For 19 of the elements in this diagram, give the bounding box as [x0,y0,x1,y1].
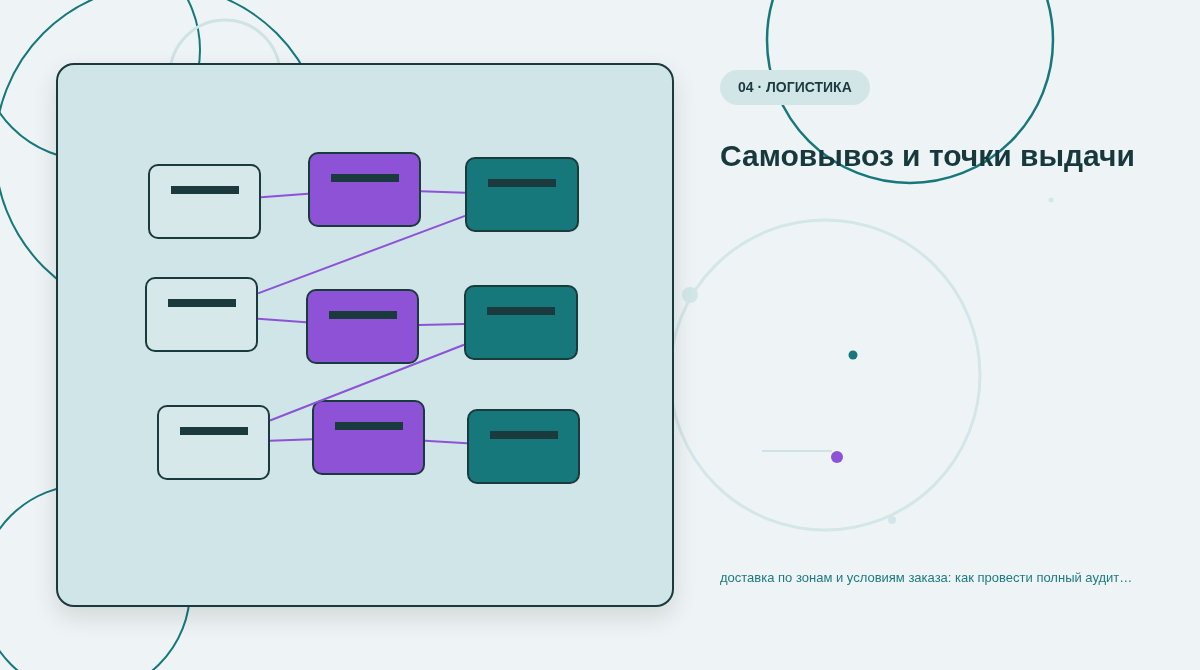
process-box [464,285,578,360]
connector-line [257,214,466,295]
process-box [467,409,580,484]
process-box [312,400,425,475]
process-box [148,164,261,239]
connector-line [269,438,313,442]
connector-line [260,192,309,199]
connector-line [420,190,466,194]
category-badge: 04 · ЛОГИСТИКА [720,70,870,105]
connector-line [424,439,468,445]
connector-line [257,317,307,324]
caption: доставка по зонам и условиям заказа: как провести полный аудит… [720,569,1134,587]
process-box [308,152,421,227]
process-box [465,157,579,232]
connector-line [418,322,465,327]
process-box [145,277,258,352]
process-box [306,289,419,364]
connector-line [269,343,465,422]
process-box [157,405,270,480]
